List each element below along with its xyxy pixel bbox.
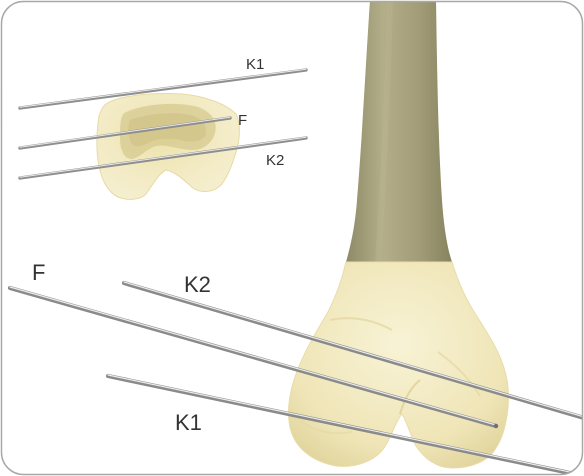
main-label-k2: K2	[184, 272, 211, 297]
inset-femur-end	[97, 93, 239, 199]
inset-label-k2: K2	[266, 152, 284, 169]
inset-label-k1: K1	[246, 56, 264, 73]
main-label-f: F	[32, 260, 45, 285]
inset-label-f: F	[238, 112, 247, 129]
main-label-k1: K1	[175, 410, 202, 435]
femur-shaft	[346, 0, 452, 262]
